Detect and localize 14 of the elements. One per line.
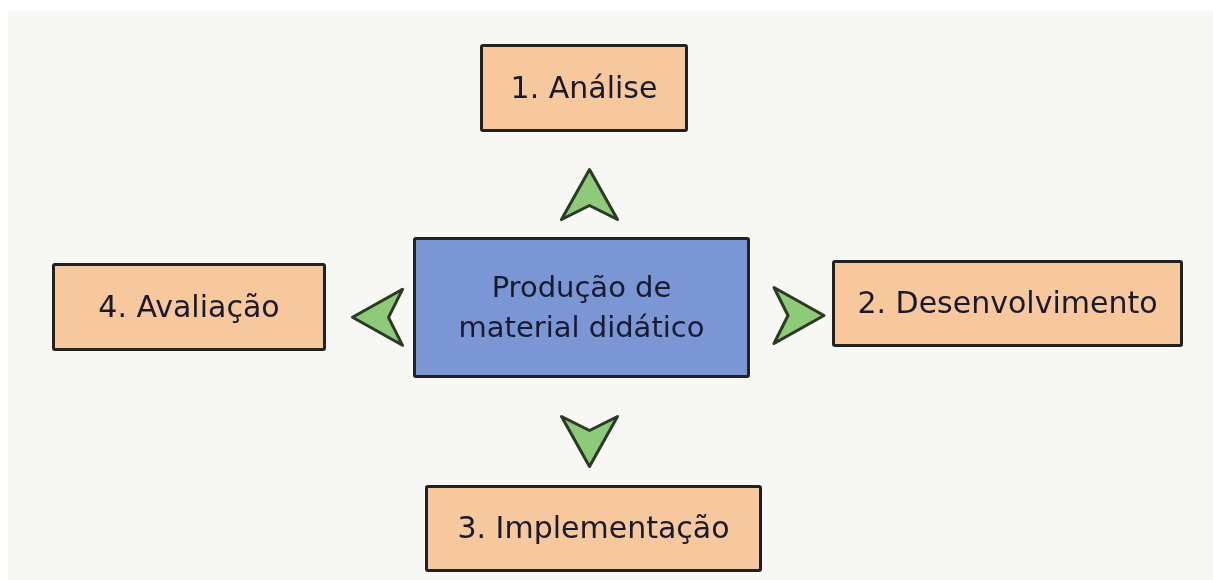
box-label: 1. Análise — [510, 68, 658, 107]
box-label: 3. Implementação — [457, 509, 730, 548]
step-box — [480, 44, 688, 132]
step-box — [832, 260, 1183, 347]
arrow — [351, 287, 404, 347]
step-box — [52, 263, 326, 351]
step-box — [425, 485, 762, 572]
topic-box — [413, 237, 750, 378]
arrow — [560, 168, 619, 221]
box-label: Produção de material didático — [457, 269, 706, 346]
arrow — [772, 286, 826, 345]
arrow — [560, 415, 619, 468]
box-label: 2. Desenvolvimento — [857, 284, 1158, 323]
box-label: 4. Avaliação — [98, 287, 280, 326]
